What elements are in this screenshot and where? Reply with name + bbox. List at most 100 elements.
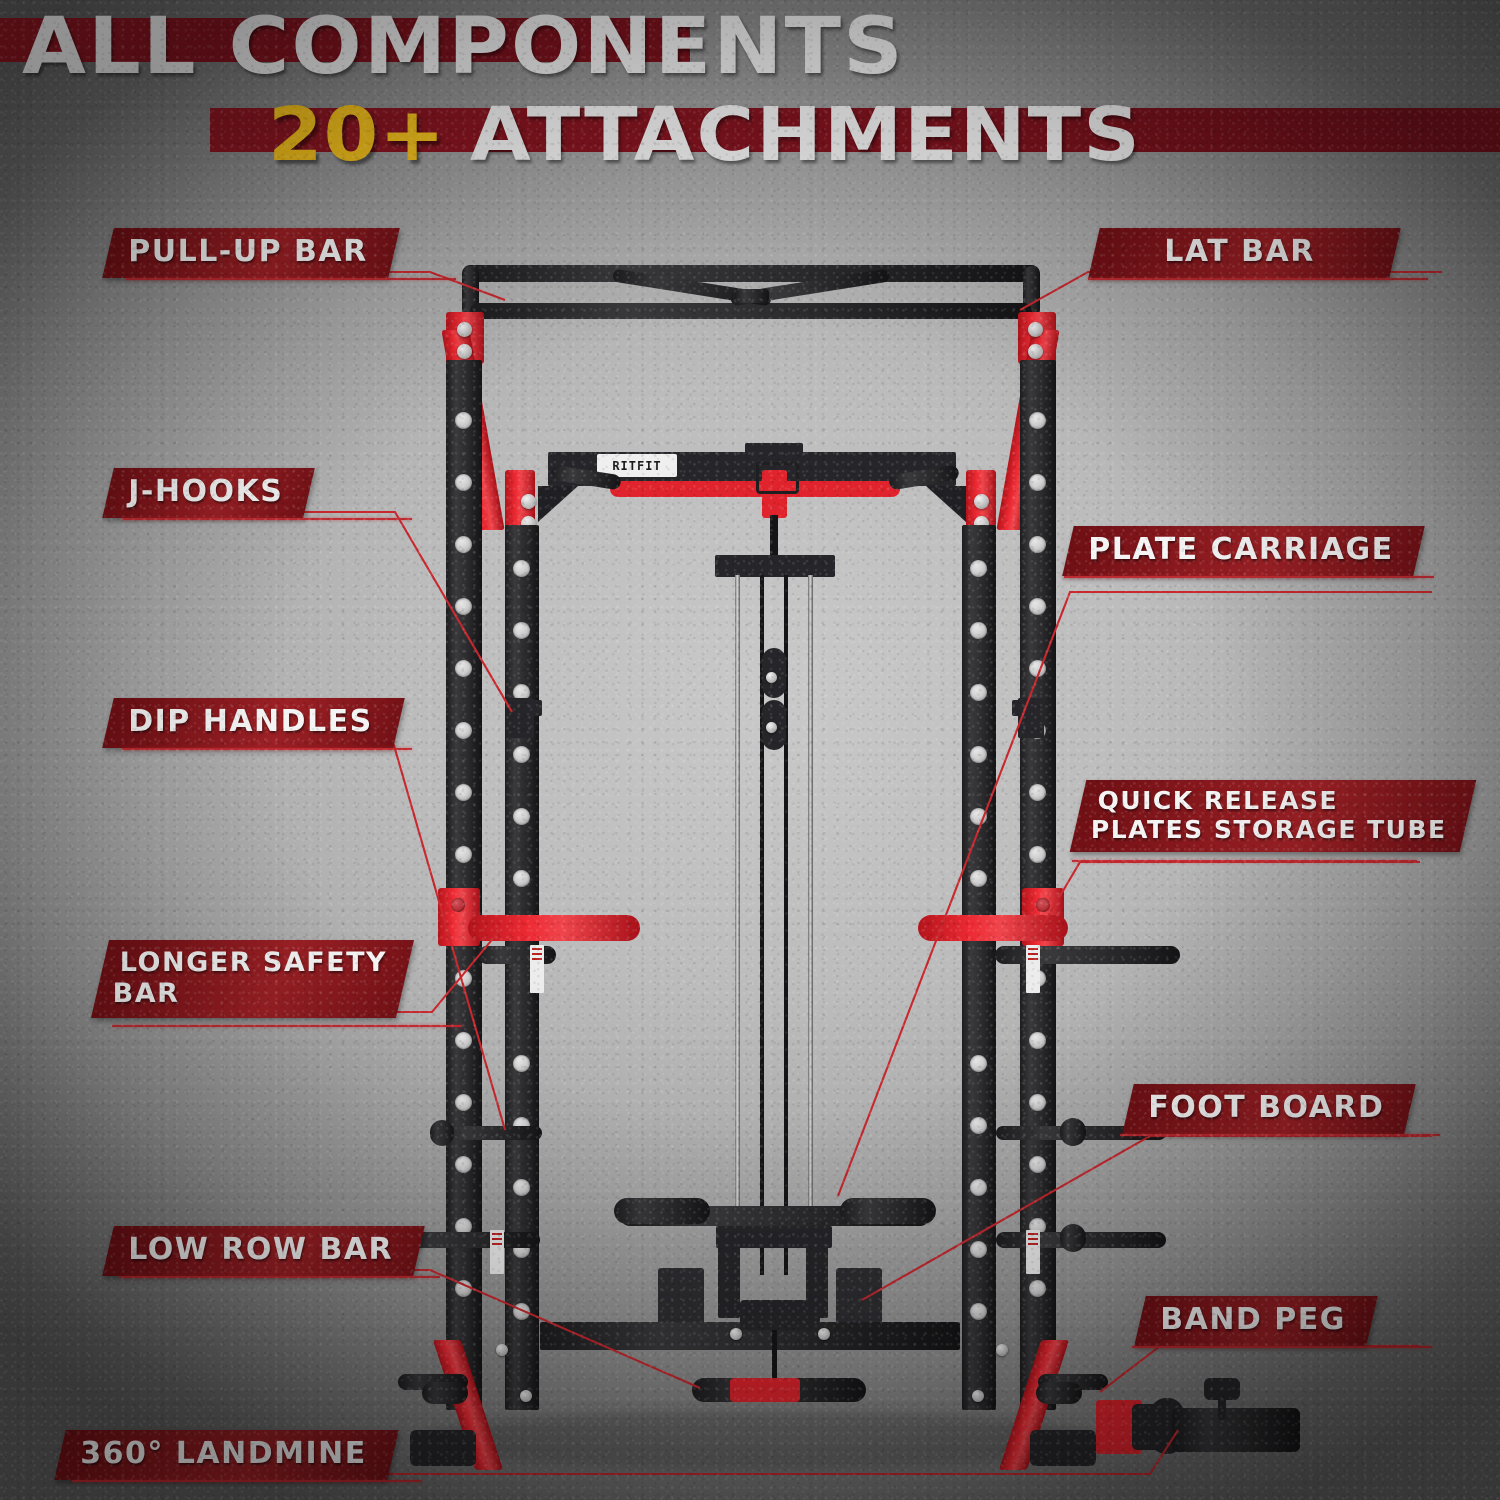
base-bolt — [496, 1344, 508, 1356]
callout-banner: LONGER SAFETY BAR — [90, 940, 415, 1018]
callout-underline — [1072, 860, 1417, 862]
callout-banner: QUICK RELEASE PLATES STORAGE TUBE — [1069, 780, 1477, 852]
upright-hole — [455, 722, 472, 739]
lat-beam-gusset-left — [538, 486, 578, 522]
callout-label: FOOT BOARD — [1148, 1090, 1385, 1125]
upright-hole — [513, 1055, 530, 1072]
bracket-bolt-5 — [521, 494, 536, 509]
callout-banner: 360° LANDMINE — [54, 1430, 399, 1480]
callout-360-landmine[interactable]: 360° LANDMINE — [54, 1430, 422, 1482]
upright-hole — [455, 536, 472, 553]
callout-underline — [122, 748, 412, 750]
callout-banner: BAND PEG — [1134, 1296, 1378, 1346]
lat-beam-gusset-right — [926, 486, 966, 522]
bracket-bolt-4 — [1028, 344, 1043, 359]
callout-label: J-HOOKS — [128, 474, 284, 509]
upright-hole — [513, 1303, 530, 1320]
upright-hole — [455, 1094, 472, 1111]
upright-hole — [455, 660, 472, 677]
upright-hole — [1029, 536, 1046, 553]
callout-underline — [72, 1480, 422, 1482]
callout-underline — [1088, 278, 1428, 280]
bottom-pulley-housing — [740, 1300, 820, 1330]
callout-underline — [120, 1276, 440, 1278]
warning-sticker-left — [530, 945, 544, 993]
callout-band-peg[interactable]: BAND PEG — [1132, 1296, 1432, 1348]
upright-hole — [970, 1117, 987, 1134]
callout-banner: J-HOOKS — [102, 468, 315, 518]
carriage-guide-rod-right — [808, 575, 813, 1275]
callout-plate-carriage[interactable]: PLATE CARRIAGE — [1062, 526, 1434, 578]
cable-strand-right — [784, 575, 788, 1275]
callout-banner: PULL-UP BAR — [102, 228, 400, 278]
upright-hole — [1029, 660, 1046, 677]
bracket-bolt-7 — [974, 494, 989, 509]
pull-up-bar-inner-tube — [470, 303, 1032, 319]
base-bolt — [520, 1390, 532, 1402]
lat-bar-hanger-ring — [756, 462, 799, 494]
callout-underline — [1064, 576, 1434, 578]
safety-bar-pin-hole-right — [1036, 898, 1050, 912]
quick-release-plate-tube-upper-knob — [1060, 1118, 1086, 1146]
callout-label-line2: BAR — [112, 978, 180, 1009]
callout-label: PULL-UP BAR — [128, 234, 368, 269]
callout-j-hooks[interactable]: J-HOOKS — [102, 468, 412, 520]
upright-hole — [455, 598, 472, 615]
foot-board-right — [836, 1268, 882, 1328]
callout-longer-safety-bar[interactable]: LONGER SAFETY BAR — [90, 940, 462, 1027]
upright-hole — [513, 684, 530, 701]
upright-hole — [970, 622, 987, 639]
upright-hole — [513, 746, 530, 763]
callout-dip-handles[interactable]: DIP HANDLES — [102, 698, 412, 750]
dip-handle-left-knob — [430, 1120, 454, 1146]
plate-carriage-crossbar — [715, 555, 835, 577]
upright-back-left — [446, 360, 482, 1410]
upright-hole — [970, 684, 987, 701]
callout-label-line2: PLATES STORAGE TUBE — [1090, 815, 1447, 844]
callout-label: BAND PEG — [1160, 1302, 1346, 1337]
upright-hole — [1029, 412, 1046, 429]
j-hook-left-lip — [530, 700, 542, 716]
upright-hole — [970, 1055, 987, 1072]
low-row-center-hub — [716, 1226, 832, 1248]
brand-logo-plate: RITFIT — [597, 454, 677, 477]
upright-hole — [1029, 1032, 1046, 1049]
base-bolt — [972, 1390, 984, 1402]
callout-quick-release-plates-storage-tube[interactable]: QUICK RELEASE PLATES STORAGE TUBE — [1069, 780, 1477, 862]
callout-underline — [122, 518, 412, 520]
upright-hole — [970, 808, 987, 825]
floor-shadow — [420, 1410, 1100, 1470]
callout-label: DIP HANDLES — [128, 704, 373, 739]
callout-foot-board[interactable]: FOOT BOARD — [1120, 1084, 1440, 1136]
cross-tube-right-upper — [995, 946, 1180, 964]
callout-banner: DIP HANDLES — [102, 698, 405, 748]
detached-low-row-bar-grip — [730, 1378, 800, 1402]
pull-up-bar-center-block — [735, 289, 769, 303]
beam-bolt — [818, 1328, 830, 1340]
safety-bar-pin-hole-left — [451, 898, 465, 912]
callout-banner: LOW ROW BAR — [102, 1226, 425, 1276]
callout-label: LAT BAR — [1164, 234, 1315, 269]
upright-hole — [455, 970, 472, 987]
upright-hole — [970, 1241, 987, 1258]
callout-label: LOW ROW BAR — [128, 1232, 394, 1267]
base-foot-left — [410, 1430, 476, 1466]
bracket-bolt-3 — [1028, 322, 1043, 337]
low-row-grip-left — [614, 1198, 710, 1224]
callout-low-row-bar[interactable]: LOW ROW BAR — [102, 1226, 440, 1278]
callout-banner: FOOT BOARD — [1122, 1084, 1416, 1134]
pull-up-bar-top-tube — [462, 265, 1040, 282]
callout-pull-up-bar[interactable]: PULL-UP BAR — [102, 228, 456, 280]
upright-hole — [970, 1179, 987, 1196]
warning-sticker-right-lower — [1026, 1230, 1040, 1274]
lat-bar — [610, 481, 900, 497]
upright-hole — [1029, 846, 1046, 863]
upright-hole — [513, 622, 530, 639]
upright-hole — [970, 746, 987, 763]
callout-banner: PLATE CARRIAGE — [1062, 526, 1426, 576]
carriage-guide-rod-left — [735, 575, 740, 1275]
callout-lat-bar[interactable]: LAT BAR — [1088, 228, 1428, 280]
upright-hole — [513, 808, 530, 825]
callout-banner: LAT BAR — [1088, 228, 1401, 278]
